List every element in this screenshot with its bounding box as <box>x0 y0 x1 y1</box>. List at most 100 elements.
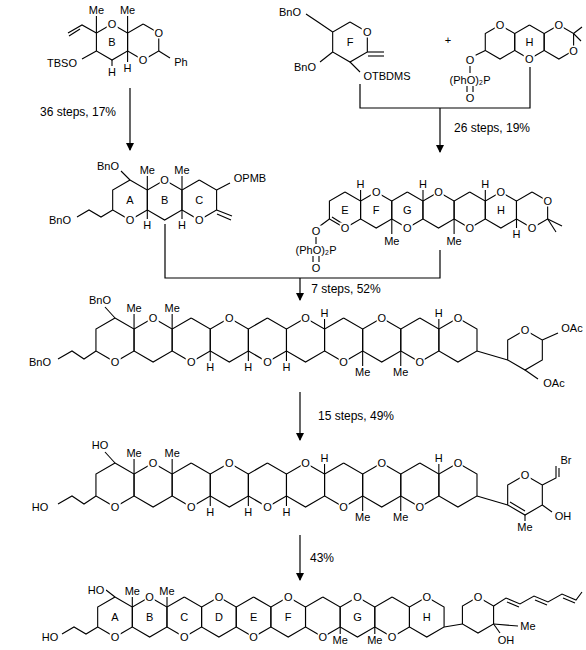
bond <box>368 55 384 56</box>
atom-label: O <box>433 187 444 198</box>
bond <box>134 459 135 474</box>
atom-label: C <box>179 612 189 623</box>
bond <box>134 314 135 329</box>
bond <box>444 624 462 627</box>
bond <box>362 351 363 366</box>
atom-label: OH <box>554 511 573 522</box>
atom-label: O <box>376 313 387 324</box>
reaction-arrow <box>299 392 300 440</box>
bond <box>477 496 508 505</box>
bond <box>68 25 96 33</box>
merge-bracket <box>360 67 530 108</box>
atom-label: BnO <box>278 7 302 18</box>
atom-label: Me <box>124 586 141 597</box>
atom-label: H <box>422 612 432 623</box>
bond <box>340 597 375 637</box>
atom-label: Me <box>119 5 136 16</box>
atom-label: (PhO)₂P <box>295 245 338 256</box>
bond <box>574 27 583 34</box>
atom-label: Me <box>516 522 533 533</box>
bond <box>548 219 556 232</box>
atom-label: O <box>338 502 349 513</box>
bond <box>58 496 96 504</box>
atom-label: F <box>372 205 381 216</box>
bond <box>105 307 115 318</box>
bond <box>320 219 329 226</box>
bond <box>340 627 341 634</box>
bond <box>306 14 333 32</box>
bond <box>574 34 582 42</box>
atom-label: O <box>524 54 535 65</box>
bond <box>134 318 172 362</box>
bond <box>248 318 286 362</box>
bond <box>147 180 182 220</box>
atom-label: Me <box>125 303 142 314</box>
atom-label: B <box>107 37 116 48</box>
atom-label: O <box>110 502 121 513</box>
bond <box>58 351 96 359</box>
bond <box>485 190 486 201</box>
atom-label: O <box>362 27 373 38</box>
bond <box>147 176 148 190</box>
atom-label: OAc <box>542 378 565 389</box>
bond <box>363 318 401 362</box>
atom-label: O <box>338 357 349 368</box>
atom-label: Me <box>354 367 371 378</box>
reaction-arrow <box>439 108 440 152</box>
atom-label: O <box>283 592 294 603</box>
atom-label: O <box>224 458 235 469</box>
atom-label: O <box>496 187 507 198</box>
atom-label: O <box>224 313 235 324</box>
bond <box>438 464 439 474</box>
bond <box>166 597 167 607</box>
atom-label: A <box>110 612 119 623</box>
bond <box>439 318 477 362</box>
atom-label: O <box>318 632 329 643</box>
atom-label: BnO <box>293 62 317 73</box>
bond <box>362 496 363 511</box>
atom-label: O <box>138 55 149 66</box>
atom-label: O <box>415 502 426 513</box>
bond <box>542 333 558 340</box>
atom-label: HO <box>87 585 106 596</box>
atom-label: BnO <box>28 357 52 368</box>
bond <box>439 463 477 507</box>
bond <box>159 51 170 58</box>
bond <box>508 475 543 515</box>
bond <box>134 463 172 507</box>
atom-label: O <box>453 313 464 324</box>
atom-label: H <box>496 205 506 216</box>
atom-label: E <box>249 612 258 623</box>
merge-bracket <box>165 224 440 278</box>
bond <box>210 496 211 506</box>
atom-label: O <box>527 223 538 234</box>
bond <box>510 502 525 511</box>
atom-label: O <box>148 458 159 469</box>
atom-label: O <box>300 458 311 469</box>
atom-label: Me <box>164 303 181 314</box>
bond <box>400 496 401 511</box>
bond <box>391 219 392 234</box>
atom-label: H <box>142 220 152 231</box>
bond <box>181 210 182 219</box>
bond <box>77 210 113 217</box>
bond <box>524 515 525 521</box>
bond <box>350 62 360 72</box>
bond <box>96 463 134 507</box>
atom-label: HO <box>31 502 50 513</box>
bond <box>563 598 575 603</box>
atom-label: Me <box>383 236 400 247</box>
bond <box>217 183 230 190</box>
bond <box>111 60 112 66</box>
atom-label: O <box>262 502 273 513</box>
bond <box>542 466 556 485</box>
atom-label: O <box>542 196 553 207</box>
atom-label: H <box>123 63 133 74</box>
atom-label: O <box>159 175 170 186</box>
bond <box>374 627 375 634</box>
bond <box>477 351 508 360</box>
bond <box>286 496 287 506</box>
bond <box>494 624 518 626</box>
bond <box>454 219 455 234</box>
bond <box>542 505 552 512</box>
